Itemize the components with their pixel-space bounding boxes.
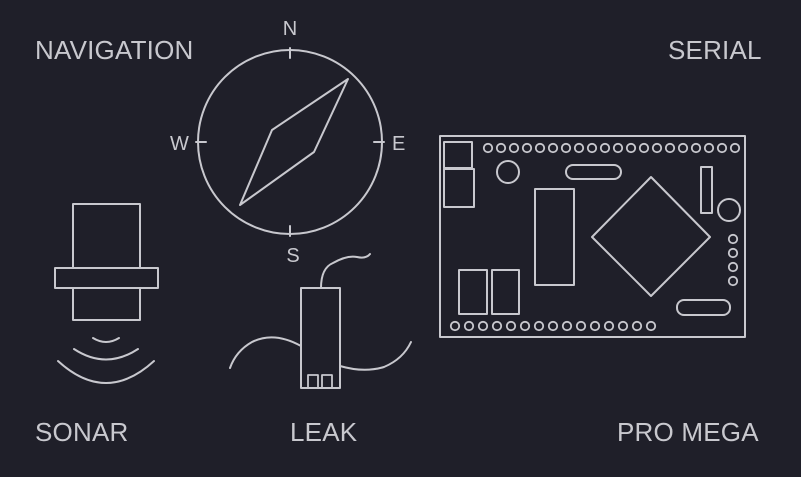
compass-south-label: S bbox=[286, 245, 299, 267]
sonar-icon bbox=[54, 203, 159, 384]
compass-west-label: W bbox=[170, 133, 189, 155]
board-bottom-pin bbox=[645, 320, 657, 332]
board-top-pin bbox=[508, 142, 520, 154]
board-bottom-pin bbox=[463, 320, 475, 332]
navigation-label: NAVIGATION bbox=[35, 35, 194, 65]
board-top-pin bbox=[625, 142, 637, 154]
board-reset-button-left bbox=[496, 160, 520, 184]
board-side-slot bbox=[700, 166, 713, 214]
board-top-pin bbox=[690, 142, 702, 154]
board-bottom-pin bbox=[491, 320, 503, 332]
leak-top-wire bbox=[320, 253, 371, 289]
sonar-wave-2 bbox=[73, 348, 139, 361]
leak-sensor-icon bbox=[229, 253, 412, 389]
sonar-flange bbox=[54, 267, 159, 289]
pro-mega-board-icon bbox=[439, 135, 746, 338]
board-top-pin-row bbox=[482, 142, 741, 154]
sonar-label: SONAR bbox=[35, 417, 129, 447]
board-crystal-oscillator bbox=[565, 164, 622, 180]
board-capacitor-left bbox=[458, 269, 488, 315]
leak-left-wire bbox=[229, 336, 302, 369]
board-side-pin-column bbox=[727, 233, 739, 287]
board-top-pin bbox=[495, 142, 507, 154]
compass-ring bbox=[197, 49, 383, 235]
board-top-pin bbox=[573, 142, 585, 154]
board-bottom-pin bbox=[617, 320, 629, 332]
board-side-pin bbox=[727, 233, 739, 245]
sonar-wave-3 bbox=[57, 360, 155, 384]
board-top-pin bbox=[482, 142, 494, 154]
sonar-transducer-body bbox=[72, 287, 141, 321]
leak-contact-right bbox=[321, 374, 333, 389]
board-top-pin bbox=[729, 142, 741, 154]
board-reset-button-right bbox=[717, 198, 741, 222]
board-top-pin bbox=[560, 142, 572, 154]
serial-label: SERIAL bbox=[668, 35, 762, 65]
board-top-pin bbox=[651, 142, 663, 154]
board-capacitor-right bbox=[491, 269, 520, 315]
leak-right-wire bbox=[339, 341, 412, 371]
board-top-pin bbox=[703, 142, 715, 154]
leak-contact-left bbox=[307, 374, 319, 389]
board-side-pin bbox=[727, 261, 739, 273]
board-bottom-pin bbox=[561, 320, 573, 332]
board-side-pin bbox=[727, 247, 739, 259]
board-top-pin bbox=[638, 142, 650, 154]
board-bottom-pin bbox=[631, 320, 643, 332]
board-outline bbox=[439, 135, 746, 338]
board-top-pin bbox=[664, 142, 676, 154]
board-bottom-pin bbox=[547, 320, 559, 332]
board-usb-connector bbox=[443, 168, 475, 208]
board-bottom-pin bbox=[575, 320, 587, 332]
board-top-pin bbox=[586, 142, 598, 154]
compass-east-label: E bbox=[392, 133, 405, 155]
compass-icon: N E S W bbox=[170, 18, 405, 267]
board-top-pin bbox=[612, 142, 624, 154]
board-bottom-pin bbox=[519, 320, 531, 332]
board-top-pin bbox=[677, 142, 689, 154]
pro-mega-label: PRO MEGA bbox=[617, 417, 759, 447]
board-lower-crystal bbox=[676, 299, 731, 316]
board-bottom-pin bbox=[603, 320, 615, 332]
board-regulator-block bbox=[534, 188, 575, 286]
sonar-wave-1 bbox=[92, 337, 120, 343]
board-bottom-pin bbox=[505, 320, 517, 332]
board-upper-block bbox=[443, 141, 473, 169]
leak-label: LEAK bbox=[290, 417, 358, 447]
leak-sensor-body bbox=[300, 287, 341, 389]
board-bottom-pin bbox=[533, 320, 545, 332]
board-bottom-pin-row bbox=[449, 320, 657, 332]
board-top-pin bbox=[716, 142, 728, 154]
board-bottom-pin bbox=[477, 320, 489, 332]
board-top-pin bbox=[547, 142, 559, 154]
board-top-pin bbox=[534, 142, 546, 154]
board-bottom-pin bbox=[449, 320, 461, 332]
board-mcu-chip bbox=[591, 176, 711, 297]
compass-needle bbox=[239, 78, 349, 206]
board-top-pin bbox=[599, 142, 611, 154]
board-top-pin bbox=[521, 142, 533, 154]
board-side-pin bbox=[727, 275, 739, 287]
board-bottom-pin bbox=[589, 320, 601, 332]
compass-north-label: N bbox=[283, 18, 297, 40]
sonar-top-block bbox=[72, 203, 141, 269]
